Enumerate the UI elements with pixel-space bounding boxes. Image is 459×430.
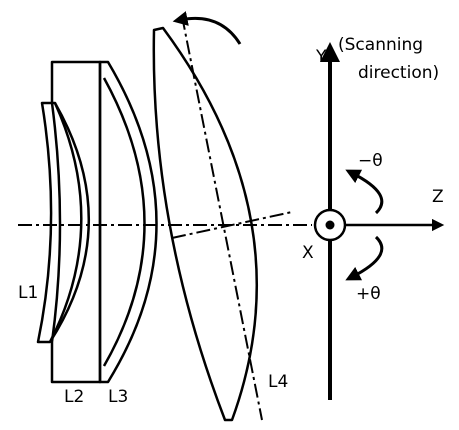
minus-theta-arrow-icon: [345, 169, 384, 215]
rotation-arrow-icon: [172, 11, 242, 45]
label-scanning-line2: direction): [358, 63, 439, 83]
label-y-axis: Y: [315, 47, 327, 67]
x-axis-dot-icon: [325, 220, 335, 230]
label-x-axis: X: [302, 243, 314, 263]
lens-l2-inner-curve: [48, 102, 83, 343]
label-l4: L4: [268, 372, 288, 392]
lens-l3: [98, 60, 158, 384]
label-l3: L3: [108, 387, 128, 407]
label-l2: L2: [64, 387, 84, 407]
lens-l4: [152, 26, 259, 422]
lens-l2: [50, 60, 102, 384]
lens-l3-inner-curve: [102, 77, 146, 367]
label-minus-theta: −θ: [358, 151, 383, 171]
plus-theta-arrow-icon: [345, 235, 384, 281]
lens-l4-tilted-optical-axis: [171, 211, 293, 239]
label-l1: L1: [18, 283, 38, 303]
label-scanning-line1: (Scanning: [338, 35, 423, 55]
label-plus-theta: +θ: [356, 284, 381, 304]
lens-l4-rotation-axis: [181, 15, 263, 421]
label-z-axis: Z: [432, 187, 444, 207]
